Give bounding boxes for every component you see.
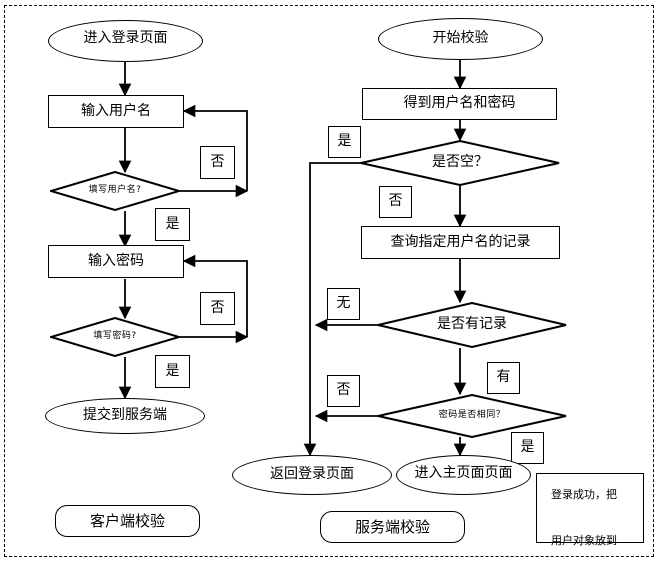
enter-main-terminator[interactable]: 进入主页面页面 xyxy=(396,455,531,495)
diamond-shape-icon xyxy=(50,171,180,211)
decision-password-filled[interactable]: 填写密码? xyxy=(50,317,180,357)
label-record-none: 无 xyxy=(327,288,360,320)
decision-username-filled[interactable]: 填写用户名? xyxy=(50,171,180,211)
group-caption-client: 客户端校验 xyxy=(55,505,200,537)
input-password-label: 输入密码 xyxy=(88,252,144,269)
diagram-outer-border xyxy=(4,5,654,557)
decision-username-label: 填写用户名? xyxy=(88,185,142,196)
input-username-process[interactable]: 输入用户名 xyxy=(48,95,184,128)
label-empty-yes: 是 xyxy=(328,126,361,158)
label-username-no: 否 xyxy=(200,146,235,179)
success-note-box: 登录成功，把用户对象放到session 中 xyxy=(536,473,644,547)
note-line-1: 登录成功，把 xyxy=(551,488,617,501)
decision-is-empty[interactable]: 是否空？ xyxy=(360,140,560,186)
return-login-terminator[interactable]: 返回登录页面 xyxy=(232,455,392,495)
server-start-label: 开始校验 xyxy=(432,30,489,47)
submit-to-server-terminator[interactable]: 提交到服务端 xyxy=(45,398,205,434)
label-empty-no: 否 xyxy=(379,186,412,218)
decision-password-match[interactable]: 密码是否相同？ xyxy=(377,394,567,438)
diamond-shape-icon xyxy=(50,317,180,357)
server-start-terminator[interactable]: 开始校验 xyxy=(378,18,543,60)
query-record-process[interactable]: 查询指定用户名的记录 xyxy=(361,226,560,259)
label-password-yes: 是 xyxy=(155,355,190,388)
enter-main-label: 进入主页面页面 xyxy=(414,465,513,481)
input-username-label: 输入用户名 xyxy=(81,102,151,119)
client-start-label: 进入登录页面 xyxy=(83,30,168,46)
query-record-label: 查询指定用户名的记录 xyxy=(390,233,531,250)
submit-to-server-label: 提交到服务端 xyxy=(83,407,167,424)
diamond-shape-icon xyxy=(377,302,567,348)
return-login-label: 返回登录页面 xyxy=(270,466,354,483)
label-record-has: 有 xyxy=(487,362,520,394)
decision-password-label: 填写密码? xyxy=(93,331,137,342)
success-note-text: 登录成功，把用户对象放到session 中 xyxy=(537,474,631,563)
get-credentials-label: 得到用户名和密码 xyxy=(403,95,516,112)
input-password-process[interactable]: 输入密码 xyxy=(48,245,184,278)
label-username-yes: 是 xyxy=(155,208,190,241)
label-password-no: 否 xyxy=(200,292,235,325)
decision-is-empty-label: 是否空？ xyxy=(432,154,488,171)
diamond-shape-icon xyxy=(360,140,560,186)
note-line-2: 用户对象放到 xyxy=(551,534,617,548)
label-match-yes: 是 xyxy=(511,432,544,464)
decision-has-record[interactable]: 是否有记录 xyxy=(377,302,567,348)
client-start-terminator[interactable]: 进入登录页面 xyxy=(48,20,203,62)
label-match-no: 否 xyxy=(327,375,360,407)
get-credentials-process[interactable]: 得到用户名和密码 xyxy=(362,88,557,120)
diamond-shape-icon xyxy=(377,394,567,438)
decision-password-match-label: 密码是否相同？ xyxy=(438,410,506,421)
group-caption-server: 服务端校验 xyxy=(320,511,465,543)
decision-has-record-label: 是否有记录 xyxy=(437,316,507,333)
